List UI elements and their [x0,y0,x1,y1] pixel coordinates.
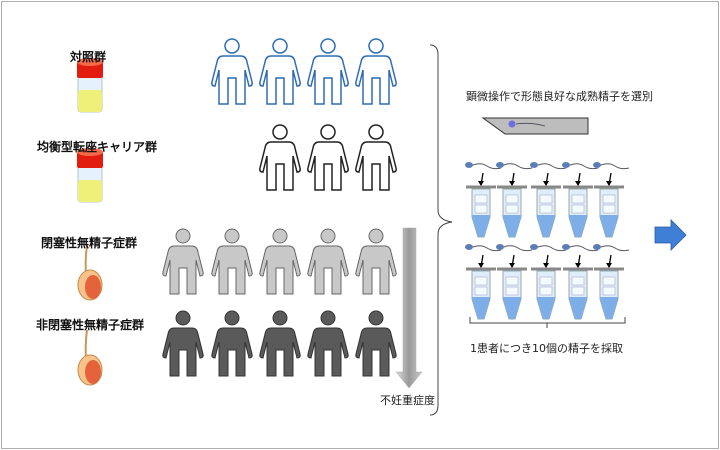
microtube-icon [529,185,563,239]
collection-brace [469,317,626,328]
group-brace [429,44,453,416]
microtube-icon [592,267,626,321]
microtube-icon [561,267,595,321]
semen-container-icon [76,57,104,113]
person-icon [355,38,397,105]
sperm-icon [592,161,630,187]
person-icon [259,124,301,191]
person-icon [211,228,253,295]
tube-array [464,161,630,321]
sperm-icon [495,161,533,187]
person-icon [307,38,349,105]
collection-text: 1患者につき10個の精子を採取 [470,342,623,355]
sperm-icon [561,161,599,187]
microtube-icon [529,267,563,321]
person-icon [259,228,301,295]
sperm-icon [592,243,630,269]
microtube-icon [495,267,529,321]
person-icon [307,228,349,295]
person-icon [211,310,253,377]
microtube-icon [464,185,498,239]
testis-icon [77,244,103,301]
person-icon [259,310,301,377]
next-step-arrow-icon [654,219,687,251]
testis-icon [77,329,103,386]
group-label-control: 対照群 [70,50,107,64]
severity-arrow-icon [395,227,423,389]
person-icon [355,228,397,295]
person-icon [307,124,349,191]
sperm-icon [495,243,533,269]
microtube-icon [561,185,595,239]
micropipette-icon [481,117,589,135]
sperm-icon [464,243,502,269]
microtube-icon [495,185,529,239]
selection-text: 顕微操作で形態良好な成熟精子を選別 [466,90,653,103]
sperm-icon [561,243,599,269]
sperm-icon [529,161,567,187]
person-icon [355,124,397,191]
group-label-non-obstructive-azoospermia: 非閉塞性無精子症群 [36,318,145,332]
group-label-obstructive-azoospermia: 閉塞性無精子症群 [41,236,138,250]
sperm-icon [529,243,567,269]
person-icon [162,228,204,295]
sperm-icon [464,161,502,187]
microtube-icon [592,185,626,239]
person-icon [211,38,253,105]
group-label-translocation-carrier: 均衡型転座キャリア群 [37,140,158,154]
person-icon [259,38,301,105]
person-icon [307,310,349,377]
person-icon [162,310,204,377]
severity-label: 不妊重症度 [380,394,435,407]
microtube-icon [464,267,498,321]
person-icon [355,310,397,377]
semen-container-icon [76,147,104,203]
